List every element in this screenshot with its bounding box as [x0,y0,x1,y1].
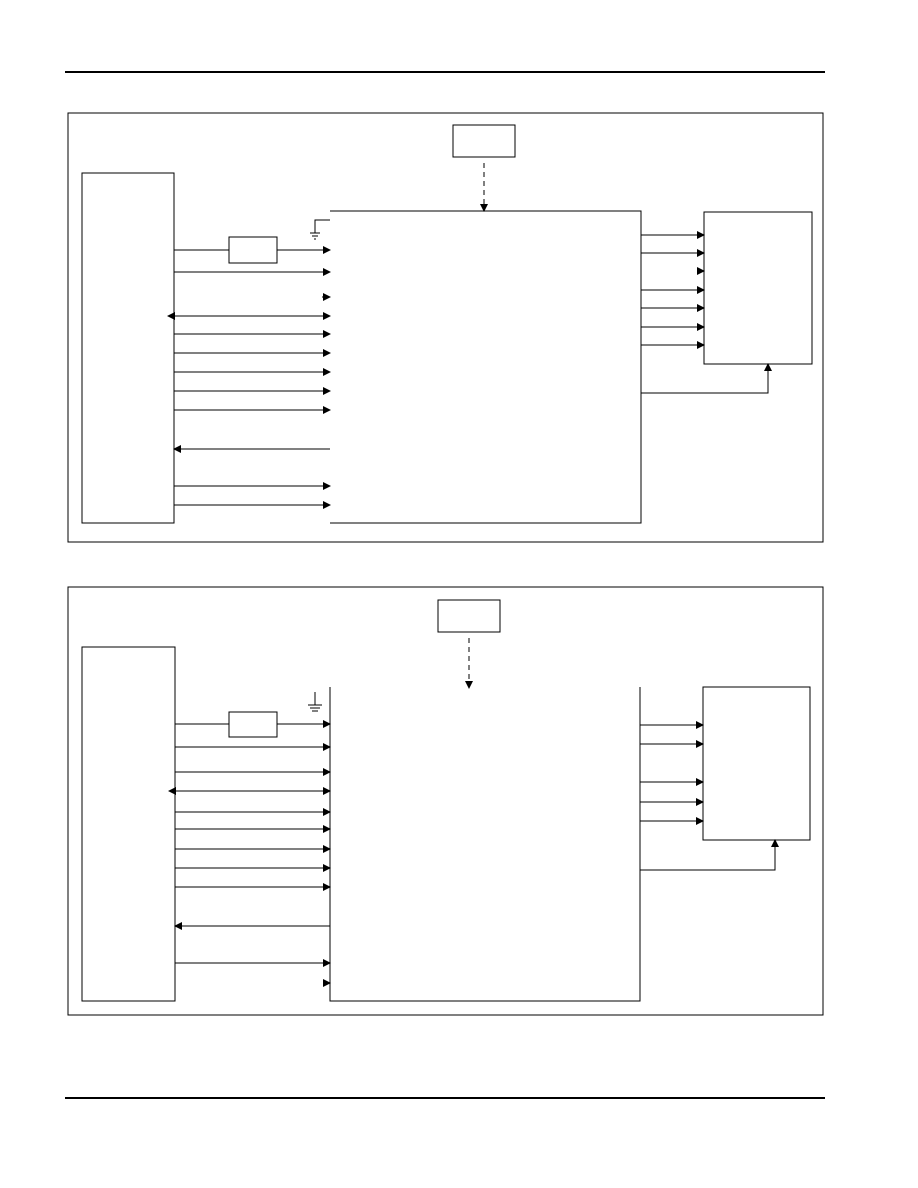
main-block [329,687,641,1002]
block-diagram-1 [67,112,824,543]
series-component [228,236,278,264]
right-block [703,211,813,365]
diagram-frame [67,586,824,1016]
diagram-frame [67,112,824,543]
right-block [702,686,811,841]
right-signal-lines [641,231,772,394]
left-signal-lines [167,246,331,509]
top-block [437,599,501,633]
right-signal-lines [640,721,779,871]
block-diagram-2 [67,586,824,1016]
top-block [452,124,516,158]
ground-icon [308,692,322,712]
left-block [81,172,175,524]
left-signal-lines [168,720,331,987]
ground-icon [310,219,330,240]
main-block [330,210,642,524]
series-component [228,711,278,738]
left-block [81,646,176,1002]
